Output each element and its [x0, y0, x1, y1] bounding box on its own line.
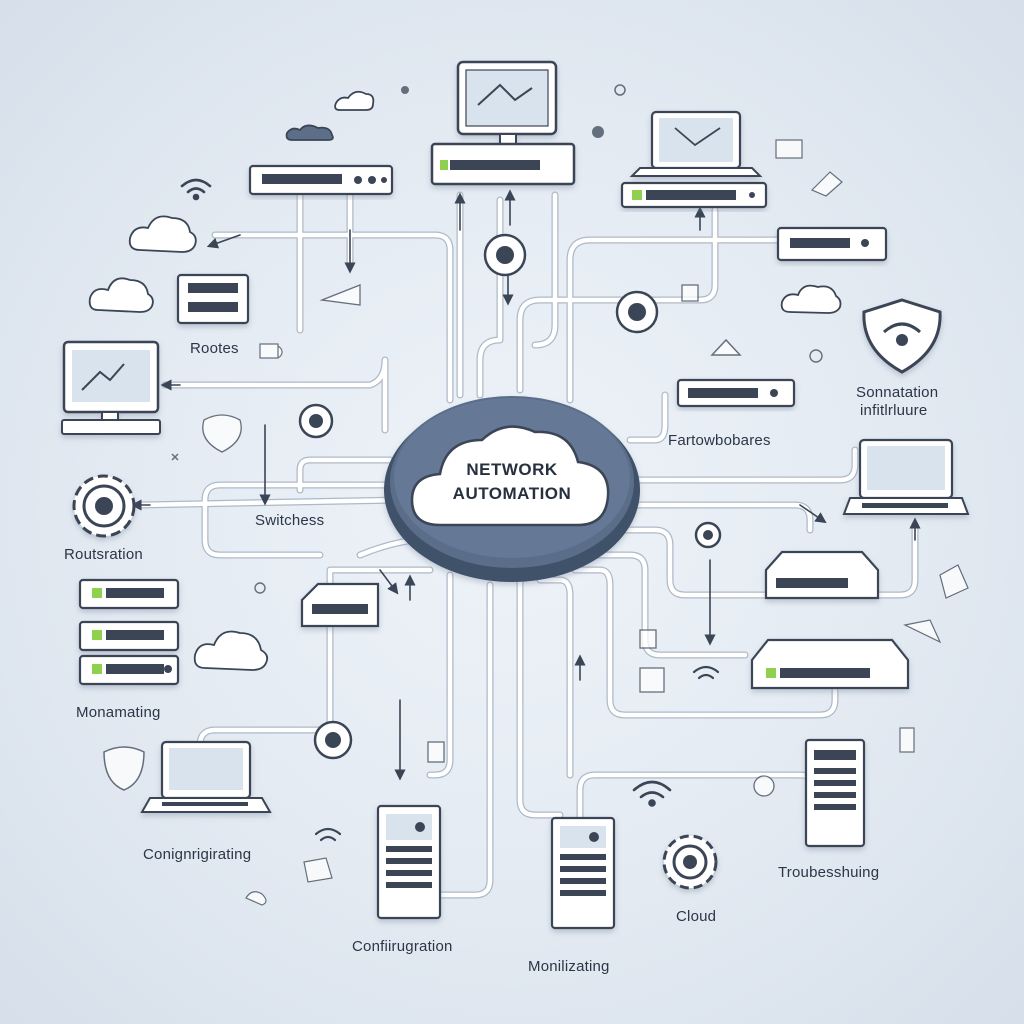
label-fartowbobares: Fartowbobares	[668, 432, 771, 449]
left-monitor[interactable]	[61, 340, 161, 435]
wifi-icon	[314, 827, 342, 842]
shield-icon	[862, 298, 942, 374]
hub-title-line1: NETWORK	[466, 460, 558, 479]
label-routsration: Routsration	[64, 546, 143, 563]
label-cloud: Cloud	[676, 908, 717, 925]
bottom-left-laptop[interactable]	[140, 740, 272, 813]
wifi-icon	[632, 780, 672, 807]
top-right-laptop[interactable]	[629, 110, 763, 177]
top-right-switch[interactable]	[620, 181, 768, 209]
wifi-icon	[180, 178, 212, 201]
bottom-center-tower-server[interactable]	[550, 816, 616, 930]
top-monitor[interactable]	[430, 60, 576, 186]
network-automation-hub[interactable]	[384, 396, 640, 582]
label-conignrigirating: Conignrigirating	[143, 846, 252, 863]
cloud-icon	[128, 215, 197, 253]
bottom-right-tower-server[interactable]	[804, 738, 866, 848]
right-lower-router[interactable]	[750, 638, 910, 690]
cloud-icon	[88, 277, 154, 313]
hub-cloud-icon	[410, 425, 610, 527]
right-switch[interactable]	[776, 226, 888, 262]
left-patch-panel[interactable]	[176, 273, 250, 325]
bottom-tower-server[interactable]	[376, 804, 442, 920]
hub-title-line2: AUTOMATION	[452, 484, 572, 503]
right-router[interactable]	[764, 550, 880, 600]
cloud-icon	[285, 124, 334, 141]
mid-right-switch[interactable]	[676, 378, 796, 408]
wifi-icon	[692, 665, 720, 680]
cloud-icon	[780, 284, 842, 314]
label-switchess: Switchess	[255, 512, 325, 529]
right-laptop[interactable]	[842, 438, 970, 515]
label-sonnatation-line2: infitlrluure	[860, 402, 928, 419]
cloud-icons	[88, 90, 842, 671]
mid-left-switch[interactable]	[300, 582, 380, 628]
top-left-router[interactable]	[248, 164, 394, 196]
decorative-glyphs	[103, 84, 969, 906]
label-confirugration: Confiirugration	[352, 938, 453, 955]
label-rootes: Rootes	[190, 340, 239, 357]
cloud-icon	[193, 630, 269, 671]
label-monitzating: Monilizating	[528, 958, 610, 975]
label-monamating: Monamating	[76, 704, 161, 721]
cloud-icon	[334, 90, 375, 111]
label-sonnatation-line1: Sonnatation	[856, 384, 939, 401]
left-server-stack[interactable]	[78, 578, 180, 686]
gear-icon	[662, 834, 718, 890]
gear-icon	[72, 474, 136, 538]
label-troubesshuing: Troubesshuing	[778, 864, 880, 881]
